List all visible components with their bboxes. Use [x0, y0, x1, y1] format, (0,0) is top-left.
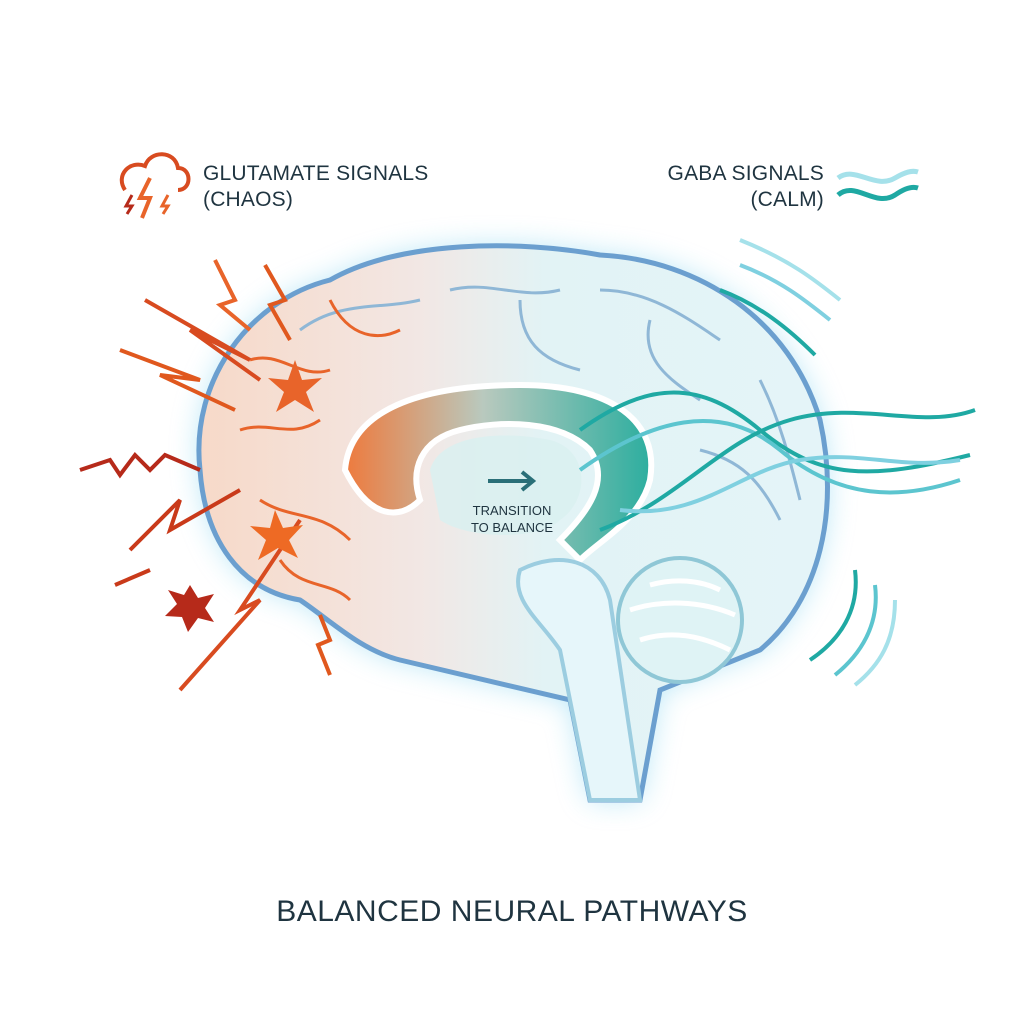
storm-cloud-lightning-icon	[119, 152, 191, 219]
transition-label: TRANSITION TO BALANCE	[462, 502, 562, 536]
cerebellum	[616, 556, 744, 684]
transition-line2: TO BALANCE	[470, 520, 554, 535]
glutamate-subtitle: (CHAOS)	[203, 188, 294, 211]
chaotic-pathways	[239, 299, 401, 602]
gaba-legend-label: GABA SIGNALS (CALM)	[668, 161, 824, 213]
glutamate-legend-label: GLUTAMATE SIGNALS (CHAOS)	[203, 161, 429, 213]
gaba-subtitle: (CALM)	[750, 188, 824, 211]
glutamate-title: GLUTAMATE SIGNALS	[203, 162, 429, 185]
brain-gyri	[299, 285, 802, 521]
gaba-title: GABA SIGNALS	[667, 162, 824, 185]
thalamus	[430, 435, 582, 535]
burst-icons	[165, 360, 322, 632]
waves-icon	[836, 168, 919, 202]
corpus-callosum	[341, 381, 655, 565]
arrow-right-icon	[488, 470, 537, 492]
lightning-bolts	[79, 259, 333, 692]
transition-line1: TRANSITION	[472, 503, 552, 518]
page-title: BALANCED NEURAL PATHWAYS	[276, 895, 748, 928]
calm-waves	[578, 238, 976, 687]
brainstem	[516, 558, 643, 802]
